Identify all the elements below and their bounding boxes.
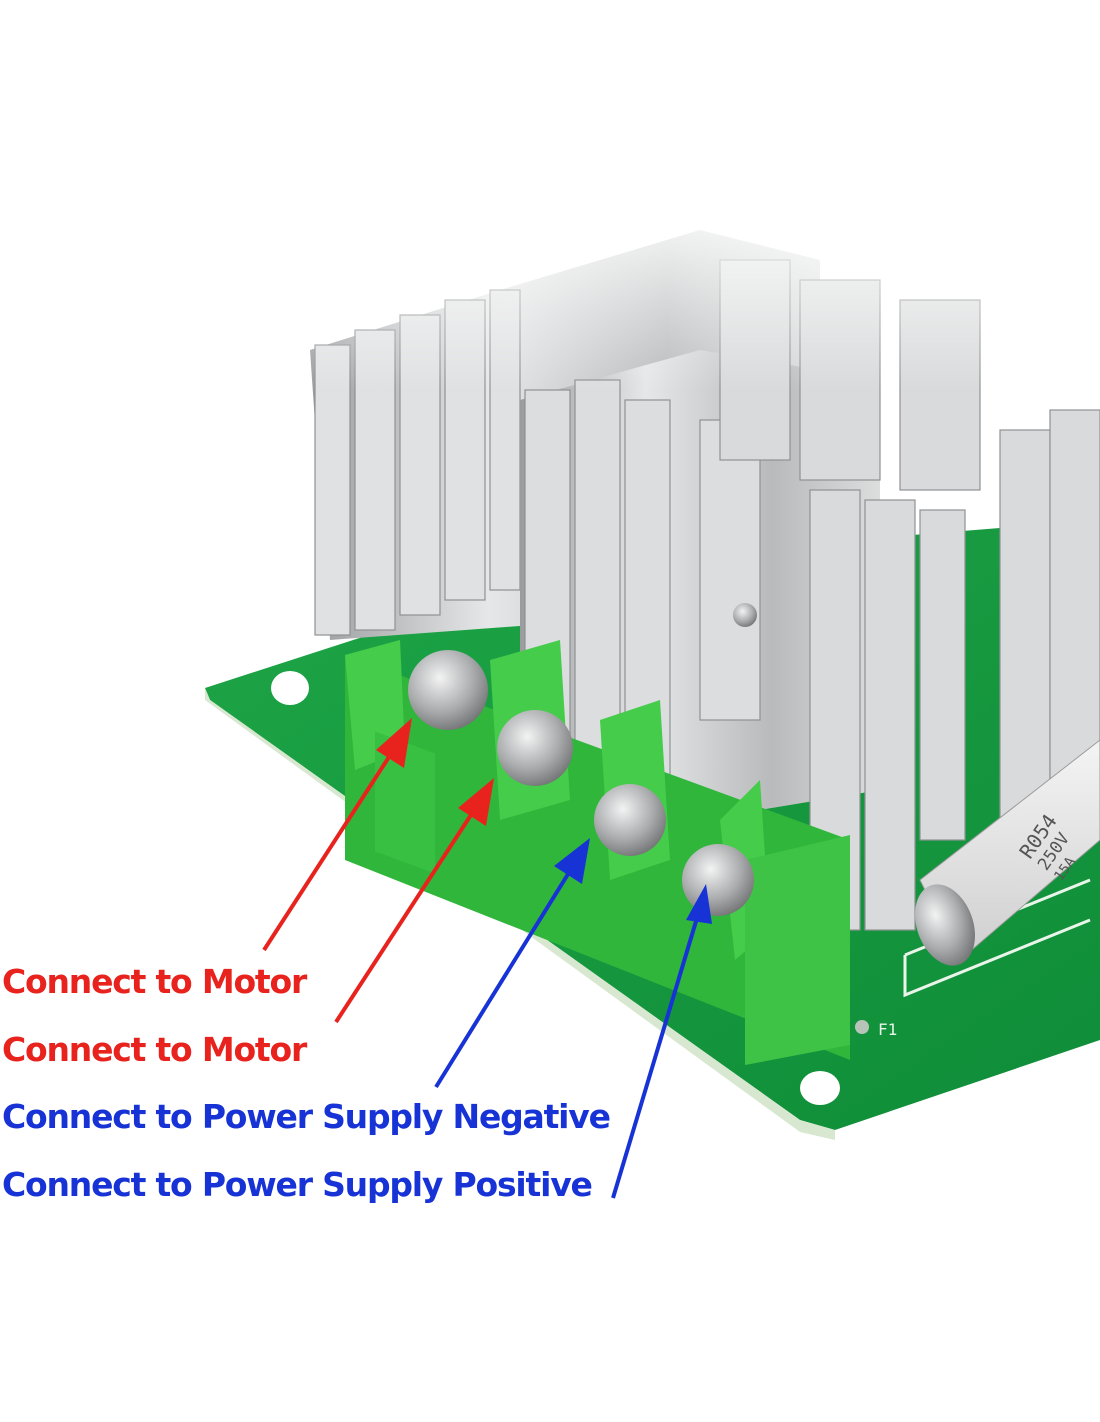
label-motor-1: Connect to Motor bbox=[2, 962, 307, 1001]
terminal-3 bbox=[594, 700, 670, 880]
label-power-positive: Connect to Power Supply Positive bbox=[2, 1165, 593, 1204]
arrow-terminal-1 bbox=[262, 718, 412, 952]
arrowhead-icon bbox=[686, 884, 712, 924]
arrow-terminal-3 bbox=[434, 838, 590, 1089]
terminal-block bbox=[345, 640, 850, 1065]
arrow-terminal-2 bbox=[334, 778, 494, 1024]
pcb-marking: F1 bbox=[878, 1020, 897, 1039]
fuse: R054 250V 15A bbox=[915, 739, 1100, 966]
terminal-1 bbox=[345, 640, 488, 874]
arrows bbox=[262, 718, 712, 1199]
label-power-negative: Connect to Power Supply Negative bbox=[2, 1097, 611, 1136]
label-motor-2: Connect to Motor bbox=[2, 1030, 307, 1069]
terminal-2 bbox=[490, 640, 573, 820]
arrow-terminal-4 bbox=[611, 884, 712, 1199]
mounting-hole bbox=[800, 1071, 840, 1105]
heatsink-screw bbox=[733, 603, 757, 627]
fuse-clip bbox=[915, 884, 975, 966]
arrowhead-icon bbox=[376, 718, 412, 768]
pcb-via bbox=[855, 1020, 869, 1034]
arrowhead-icon bbox=[554, 838, 590, 884]
arrowhead-icon bbox=[458, 778, 494, 826]
mounting-hole bbox=[271, 671, 309, 705]
